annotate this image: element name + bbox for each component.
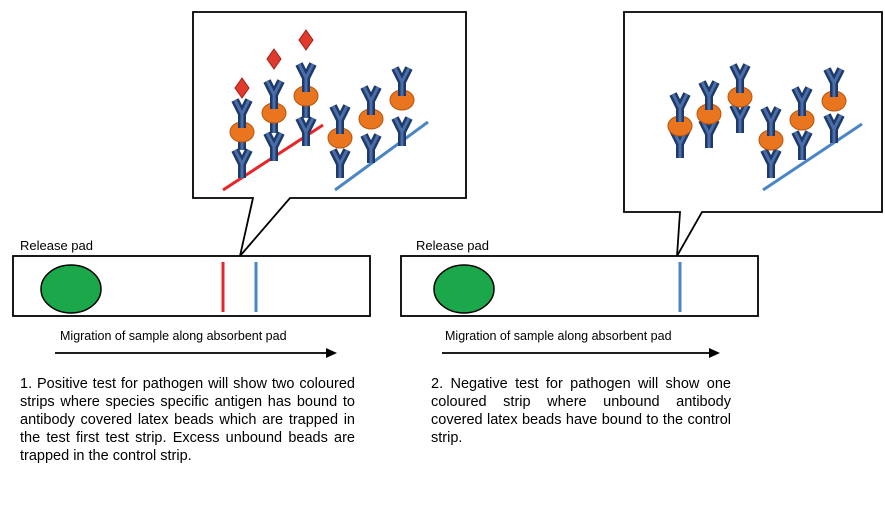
migration-label: Migration of sample along absorbent pad <box>60 329 287 343</box>
migration-label: Migration of sample along absorbent pad <box>445 329 672 343</box>
release-pad <box>40 264 102 314</box>
control-antibody-complex <box>758 108 784 178</box>
release-pad <box>433 264 495 314</box>
free-antibody-complex <box>696 82 722 148</box>
positive-test-caption: 1. Positive test for pathogen will show … <box>20 376 355 464</box>
free-antibody-complex <box>727 65 753 133</box>
left-zoom-callout <box>192 11 467 257</box>
bound-antibody-complex <box>229 77 255 178</box>
control-antibody-complex <box>358 87 384 163</box>
right-zoom-callout <box>623 11 883 257</box>
free-antibody-complex <box>667 94 693 158</box>
control-antibody-complex <box>821 69 847 143</box>
release-pad-label: Release pad <box>416 238 489 253</box>
bound-antibody-complex <box>293 29 319 146</box>
release-pad-label: Release pad <box>20 238 93 253</box>
zoom-control-line <box>762 122 863 192</box>
bound-antibody-complex <box>261 48 287 161</box>
negative-test-caption: 2. Negative test for pathogen will show … <box>431 376 731 446</box>
control-antibody-complex <box>327 106 353 178</box>
control-antibody-complex <box>389 68 415 146</box>
control-antibody-complex <box>789 88 815 160</box>
zoom-control-line <box>334 120 429 192</box>
